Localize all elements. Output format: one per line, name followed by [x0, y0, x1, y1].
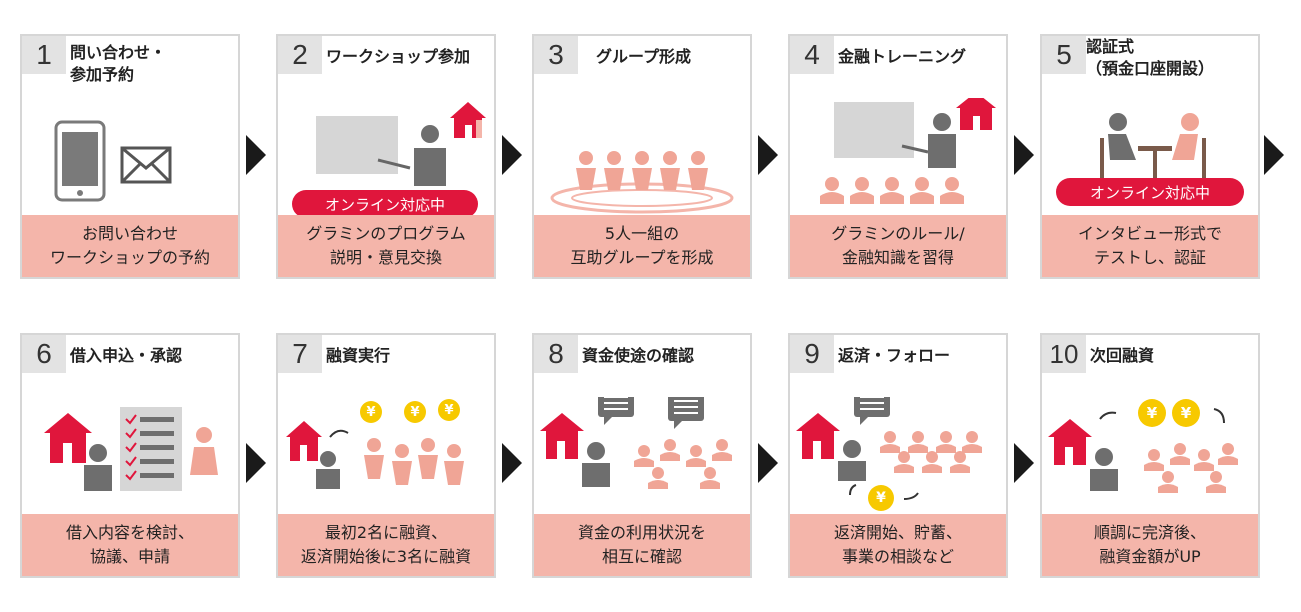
repayment-illustration: ¥ — [790, 397, 1006, 517]
person-icon — [320, 451, 336, 467]
step-card-10: 10 次回融資 ¥ ¥ 順調に完済後、融資金額がUP — [1040, 333, 1260, 578]
mail-icon — [120, 146, 172, 184]
step-description: インタビュー形式でテストし、認証 — [1042, 215, 1258, 277]
house-icon — [540, 413, 584, 459]
arrow-right-icon — [1014, 135, 1034, 175]
step-title: 認証式（預金口座開設） — [1086, 37, 1215, 78]
step-description: 借入内容を検討、協議、申請 — [22, 514, 238, 576]
house-icon — [796, 413, 840, 459]
step-card-8: 8 資金使途の確認 資金の利用状況を相互に確認 — [532, 333, 752, 578]
next-loan-illustration: ¥ ¥ — [1042, 397, 1258, 517]
step-description: グラミンのプログラム説明・意見交換 — [278, 215, 494, 277]
arrow-right-icon — [246, 443, 266, 483]
yen-coin-icon: ¥ — [1172, 399, 1200, 427]
step-number: 6 — [22, 335, 66, 373]
house-icon — [956, 98, 996, 130]
step-number: 1 — [22, 36, 66, 74]
people-group-icon — [364, 438, 464, 485]
yen-coin-icon: ¥ — [868, 485, 894, 511]
speech-bubble-icon — [598, 397, 634, 425]
arrow-right-icon — [758, 443, 778, 483]
step-card-6: 6 借入申込・承認 借入内容を検討、協議、申請 — [20, 333, 240, 578]
step-description: グラミンのルール/金融知識を習得 — [790, 215, 1006, 277]
phone-mail-illustration — [22, 98, 238, 218]
group-illustration — [534, 98, 750, 218]
step-title: 次回融資 — [1090, 346, 1155, 365]
house-icon — [44, 413, 92, 463]
step-description: 5人一組の互助グループを形成 — [534, 215, 750, 277]
people-group-icon — [1144, 443, 1238, 493]
arrow-right-icon — [246, 135, 266, 175]
step-title: 資金使途の確認 — [582, 346, 695, 365]
step-title: 借入申込・承認 — [70, 346, 183, 365]
step-title: 返済・フォロー — [838, 346, 951, 365]
step-number: 10 — [1042, 335, 1086, 373]
yen-coin-icon: ¥ — [404, 401, 426, 423]
arrow-right-icon — [1264, 135, 1284, 175]
person-icon — [1095, 448, 1113, 466]
step-number: 7 — [278, 335, 322, 373]
person-icon — [933, 113, 951, 131]
step-description: 順調に完済後、融資金額がUP — [1042, 514, 1258, 576]
step-description: お問い合わせワークショップの予約 — [22, 215, 238, 277]
person-icon — [1109, 113, 1127, 131]
application-illustration — [22, 397, 238, 517]
person-icon — [587, 442, 605, 460]
online-badge: オンライン対応中 — [292, 190, 478, 218]
arrow-right-icon — [502, 135, 522, 175]
people-group-icon — [576, 151, 708, 190]
yen-coin-icon: ¥ — [1138, 399, 1166, 427]
step-description: 資金の利用状況を相互に確認 — [534, 514, 750, 576]
step-title: 問い合わせ・参加予約 — [70, 43, 167, 84]
step-number: 2 — [278, 36, 322, 74]
whiteboard-icon — [316, 116, 398, 174]
smartphone-icon — [54, 120, 106, 202]
step-number: 3 — [534, 36, 578, 74]
step-title: 金融トレーニング — [838, 47, 967, 66]
step-number: 9 — [790, 335, 834, 373]
step-card-1: 1 問い合わせ・参加予約 お問い合わせワークショップの予約 — [20, 34, 240, 279]
step-number: 4 — [790, 36, 834, 74]
step-card-5: 5 認証式（預金口座開設） オンライン対応中 インタビュー形式でテストし、認証 — [1040, 34, 1260, 279]
loan-illustration: ¥ ¥ ¥ — [278, 397, 494, 517]
step-title: 融資実行 — [326, 346, 391, 365]
yen-coin-icon: ¥ — [360, 401, 382, 423]
people-group-icon — [634, 439, 732, 489]
house-icon — [286, 421, 322, 461]
step-title: ワークショップ参加 — [326, 47, 471, 66]
table-icon — [1138, 146, 1172, 151]
arrow-right-icon — [502, 443, 522, 483]
house-icon — [450, 102, 486, 138]
training-illustration — [790, 98, 1006, 218]
step-card-2: 2 ワークショップ参加 オンライン対応中 グラミンのプログラム説明・意見交換 — [276, 34, 496, 279]
person-icon — [843, 440, 861, 458]
presenter-illustration: オンライン対応中 — [278, 98, 494, 218]
step-title: グループ形成 — [596, 47, 692, 66]
yen-coin-icon: ¥ — [438, 399, 460, 421]
step-card-7: 7 融資実行 ¥ ¥ ¥ 最初2名に融資、返済開始後に3名に融資 — [276, 333, 496, 578]
step-description: 返済開始、貯蓄、事業の相談など — [790, 514, 1006, 576]
step-number: 8 — [534, 335, 578, 373]
house-icon — [1048, 419, 1092, 465]
arrow-right-icon — [758, 135, 778, 175]
people-group-icon — [880, 431, 982, 473]
step-description: 最初2名に融資、返済開始後に3名に融資 — [278, 514, 494, 576]
step-number: 5 — [1042, 36, 1086, 74]
person-icon — [421, 125, 439, 143]
step-card-4: 4 金融トレーニング グラミンのルール/金融知識を習得 — [788, 34, 1008, 279]
arrow-right-icon — [1014, 443, 1034, 483]
online-badge: オンライン対応中 — [1056, 178, 1244, 206]
interview-illustration: オンライン対応中 — [1042, 98, 1258, 218]
speech-bubble-icon — [854, 397, 890, 425]
whiteboard-icon — [834, 102, 914, 158]
step-card-9: 9 返済・フォロー ¥ 返済開始、貯蓄、事業の相談など — [788, 333, 1008, 578]
step-card-3: 3 グループ形成 5人一組の互助グループを形成 — [532, 34, 752, 279]
person-icon — [89, 444, 107, 462]
audience-icon — [820, 177, 964, 204]
speech-bubble-icon — [668, 397, 704, 429]
confirmation-illustration — [534, 397, 750, 517]
